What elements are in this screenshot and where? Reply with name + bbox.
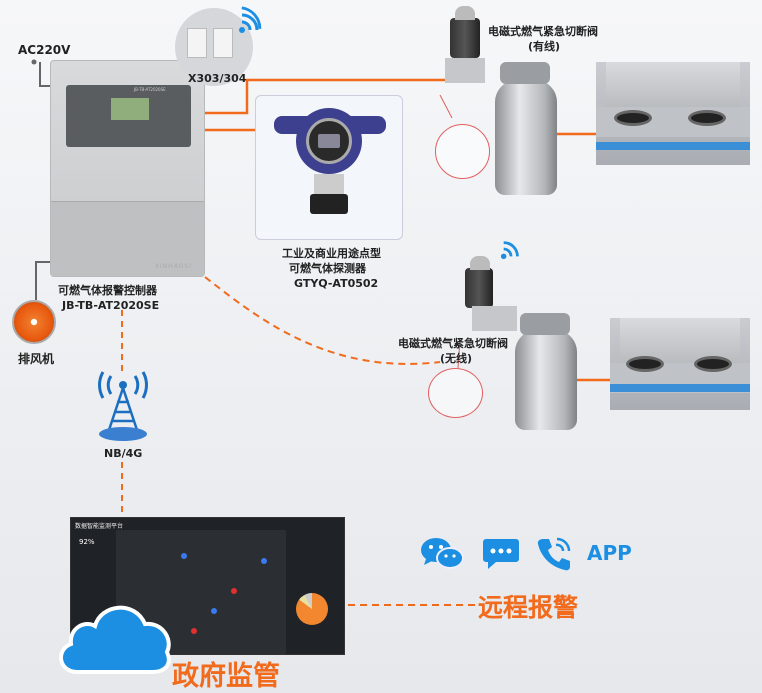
detector-line2: 可燃气体探测器 [289, 262, 366, 275]
dashboard-title: 数据智能监测平台 [75, 523, 124, 530]
wechat-icon [421, 538, 464, 569]
lcd-screen [111, 98, 149, 120]
wireless-valve-name: 电磁式燃气紧急切断阀 [398, 337, 508, 350]
wifi-icon [500, 241, 519, 260]
brand-label: XINHAOSI [154, 263, 192, 270]
panel-model: JB-TB-AT2020SE [134, 87, 166, 92]
stove [596, 62, 750, 165]
wireless-valve [465, 268, 493, 308]
detector-model: GTYQ-AT0502 [294, 277, 379, 290]
wireless-module-label: X303/304 [188, 72, 247, 85]
gas-tank [495, 80, 557, 195]
app-label: APP [587, 541, 632, 565]
magnifier-wired [435, 124, 490, 179]
wireless-module [175, 8, 253, 86]
magnifier-wireless [428, 368, 483, 418]
wifi-icon [239, 6, 262, 33]
phone-icon [537, 537, 571, 571]
controller-model: JB-TB-AT2020SE [62, 299, 160, 312]
wired-valve-type: (有线) [528, 40, 561, 53]
wired-valve [450, 18, 480, 58]
alarm-controller: JB-TB-AT2020SE XINHAOSI [50, 60, 205, 277]
cell-tower-icon [98, 371, 148, 441]
wireless-valve-type: (无线) [440, 352, 473, 365]
controller-name: 可燃气体报警控制器 [58, 284, 157, 297]
network-label: NB/4G [104, 447, 143, 460]
remote-alarm-label: 远程报警 [478, 593, 579, 622]
detector-card [255, 95, 403, 240]
fan-label: 排风机 [18, 352, 55, 366]
controller-panel: JB-TB-AT2020SE [66, 85, 191, 147]
government-label: 政府监管 [172, 661, 280, 692]
sms-icon [483, 539, 519, 569]
dashboard-stat: 92% [79, 538, 95, 546]
cloud-icon [59, 605, 171, 674]
exhaust-fan-icon [12, 300, 56, 344]
stove [610, 318, 750, 410]
wired-valve-name: 电磁式燃气紧急切断阀 [488, 25, 598, 38]
power-label: AC220V [18, 43, 71, 57]
gas-tank [515, 330, 577, 430]
detector-line1: 工业及商业用途点型 [282, 247, 381, 260]
